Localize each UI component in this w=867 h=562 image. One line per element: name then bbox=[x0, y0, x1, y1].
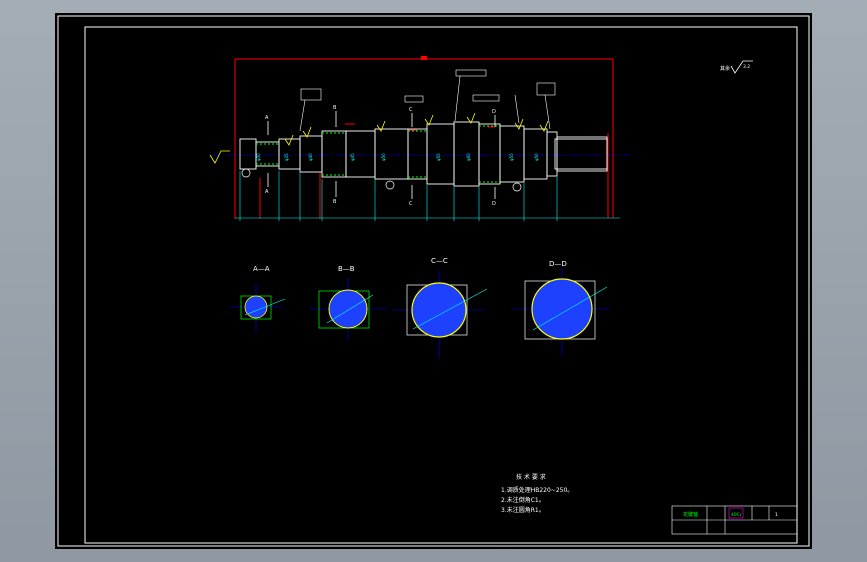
tech-req-item-1: 1.调质处理HB220~250。 bbox=[501, 486, 573, 494]
svg-text:φ40: φ40 bbox=[308, 153, 313, 161]
svg-text:φ30: φ30 bbox=[256, 153, 261, 161]
svg-text:C: C bbox=[409, 201, 413, 207]
title-sheet-count: 1 bbox=[775, 512, 778, 518]
svg-text:φ45: φ45 bbox=[350, 153, 355, 161]
section-c-label: C—C bbox=[431, 257, 448, 265]
section-d-d: D—D bbox=[511, 260, 610, 355]
roughness-value: 3.2 bbox=[743, 64, 750, 70]
drawing-sheet[interactable]: 其余 3.2 bbox=[55, 13, 812, 549]
svg-text:B: B bbox=[333, 105, 337, 111]
drawing-canvas: 其余 3.2 bbox=[57, 15, 810, 547]
tech-req-heading: 技 术 要 求 bbox=[516, 473, 546, 481]
fcf-callouts bbox=[299, 69, 556, 132]
red-accent-marks bbox=[259, 123, 609, 219]
technical-requirements: 技 术 要 求 1.调质处理HB220~250。 2.未注倒角C1。 3.未注圆… bbox=[501, 473, 573, 514]
roughness-label: 其余 bbox=[720, 65, 730, 72]
section-b-b: B—B bbox=[310, 265, 387, 340]
section-view-letters: A A B B C C D D bbox=[265, 105, 496, 207]
section-c-c: C—C bbox=[393, 257, 488, 358]
svg-text:B: B bbox=[333, 199, 337, 205]
diameter-callouts: φ30 φ35 φ40 φ45 φ50 φ55 φ60 φ55 φ50 bbox=[256, 153, 539, 161]
inner-frame bbox=[84, 26, 798, 544]
svg-text:φ60: φ60 bbox=[466, 153, 471, 161]
svg-text:φ50: φ50 bbox=[381, 153, 386, 161]
section-a-a: A—A bbox=[230, 265, 286, 333]
title-highlight-box bbox=[728, 507, 744, 519]
section-cut-marks bbox=[267, 111, 496, 199]
roughness-ticks bbox=[209, 112, 549, 164]
shaft-main-view bbox=[239, 121, 608, 187]
svg-text:φ55: φ55 bbox=[436, 153, 441, 161]
svg-text:D: D bbox=[492, 109, 496, 115]
roughness-symbol: 其余 3.2 bbox=[720, 60, 753, 74]
svg-text:φ35: φ35 bbox=[284, 153, 289, 161]
tech-req-item-3: 3.未注圆角R1。 bbox=[501, 506, 545, 514]
svg-text:φ50: φ50 bbox=[534, 153, 539, 161]
svg-text:D: D bbox=[492, 201, 496, 207]
title-material: 40Cr bbox=[731, 512, 742, 518]
section-b-label: B—B bbox=[338, 265, 355, 273]
overall-dim-marker bbox=[421, 56, 427, 60]
shaft-end-journal bbox=[554, 138, 608, 170]
svg-text:C: C bbox=[409, 107, 413, 113]
title-part-name: 花键轴 bbox=[683, 511, 698, 518]
tech-req-item-2: 2.未注倒角C1。 bbox=[501, 496, 545, 504]
section-d-label: D—D bbox=[549, 260, 567, 268]
check-mark-icon bbox=[730, 60, 753, 74]
svg-text:A: A bbox=[265, 189, 269, 195]
svg-text:φ55: φ55 bbox=[509, 153, 514, 161]
outer-frame bbox=[57, 15, 810, 547]
section-a-label: A—A bbox=[253, 265, 270, 273]
dimension-chain bbox=[235, 171, 620, 221]
balloon-callouts bbox=[241, 168, 522, 192]
spline-marks bbox=[256, 125, 500, 183]
title-block bbox=[671, 505, 798, 535]
svg-text:A: A bbox=[265, 115, 269, 121]
